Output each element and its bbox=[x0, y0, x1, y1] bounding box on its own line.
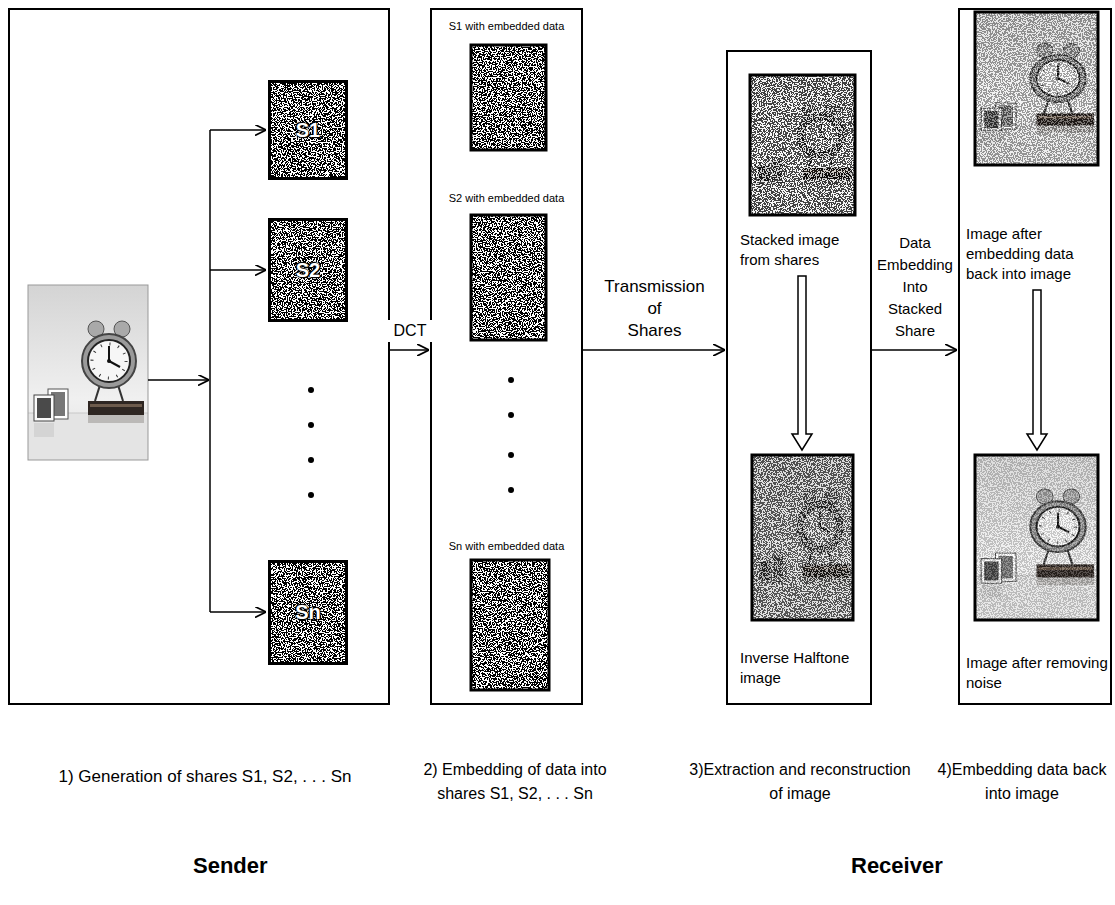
share-name: S2 bbox=[296, 259, 320, 282]
share-box: S1 bbox=[268, 80, 348, 180]
arrow-line bbox=[210, 269, 266, 271]
noise-overlay bbox=[975, 12, 1098, 165]
embedding-panel: 2) Embedding of data into shares S1, S2,… bbox=[430, 8, 583, 705]
receiver-panel: 4)Embedding data back into imageImage af… bbox=[958, 8, 1112, 705]
image-caption: Image after removing noise bbox=[966, 653, 1108, 693]
stacked-photo bbox=[750, 75, 855, 215]
receiver-images bbox=[750, 12, 1098, 620]
receiver-panel: 3)Extraction and reconstruction of image… bbox=[726, 50, 872, 705]
edge-label: DCT bbox=[388, 320, 432, 342]
noise-share bbox=[471, 560, 549, 690]
branch-line bbox=[209, 130, 211, 612]
image-box: Stacked image from shares bbox=[740, 75, 864, 270]
dot bbox=[308, 422, 314, 428]
noise-overlay bbox=[975, 455, 1098, 620]
noise-share bbox=[268, 560, 348, 665]
step-caption: 1) Generation of shares S1, S2, . . . Sn bbox=[40, 765, 370, 789]
step-caption: 2) Embedding of data into shares S1, S2,… bbox=[410, 758, 620, 806]
arrow-line bbox=[148, 379, 209, 381]
dot bbox=[508, 452, 514, 458]
clock-photo bbox=[28, 285, 148, 460]
image-caption: Inverse Halftone image bbox=[740, 648, 864, 688]
share-border bbox=[471, 215, 546, 340]
image-spacer bbox=[966, 455, 1108, 653]
flow-arrow bbox=[390, 349, 429, 351]
share-border bbox=[471, 560, 549, 690]
dot bbox=[508, 412, 514, 418]
flow-arrow bbox=[583, 349, 725, 351]
image-border bbox=[750, 75, 855, 215]
side-label: Receiver bbox=[851, 853, 943, 879]
image-box: Inverse Halftone image bbox=[740, 455, 864, 688]
noise-overlay bbox=[752, 455, 853, 620]
embedded-share: Sn with embedded data bbox=[436, 540, 577, 692]
ellipsis-dots bbox=[308, 377, 514, 498]
dot bbox=[308, 387, 314, 393]
image-box: Image after removing noise bbox=[966, 455, 1108, 693]
image-caption: Stacked image from shares bbox=[740, 230, 864, 270]
share-noise bbox=[268, 80, 348, 665]
image-border bbox=[975, 455, 1098, 620]
image-border bbox=[752, 455, 853, 620]
sender-panel: 1) Generation of shares S1, S2, . . . Sn… bbox=[8, 8, 390, 705]
noise-share bbox=[268, 218, 348, 322]
denoised-photo bbox=[975, 455, 1098, 620]
embedded-photo bbox=[975, 12, 1098, 165]
darken bbox=[752, 455, 853, 620]
share-box: Sn bbox=[268, 560, 348, 665]
edge-label: Data Embedding Into Stacked Share bbox=[873, 232, 957, 342]
edge-label: Transmission of Shares bbox=[590, 276, 720, 342]
share-border bbox=[471, 45, 546, 150]
side-label: Sender bbox=[193, 853, 268, 879]
share-heading: S1 with embedded data bbox=[436, 20, 577, 33]
step-caption: 3)Extraction and reconstruction of image bbox=[684, 758, 916, 806]
embedded-share: S2 with embedded data bbox=[436, 192, 577, 342]
image-spacer bbox=[966, 12, 1108, 224]
noise-share bbox=[471, 45, 546, 150]
photo-border bbox=[28, 285, 148, 460]
dot bbox=[308, 457, 314, 463]
image-spacer bbox=[740, 75, 864, 230]
share-box: S2 bbox=[268, 218, 348, 322]
image-spacer bbox=[740, 455, 864, 648]
image-border bbox=[975, 12, 1098, 165]
dot bbox=[308, 492, 314, 498]
arrow-line bbox=[210, 129, 266, 131]
embedded-shares bbox=[471, 45, 549, 690]
arrow-line bbox=[210, 611, 266, 613]
flow-arrow bbox=[872, 349, 957, 351]
split-arrows bbox=[148, 130, 266, 612]
noise-share bbox=[268, 80, 348, 180]
image-box: Image after embedding data back into ima… bbox=[966, 12, 1108, 284]
block-arrow bbox=[1027, 290, 1047, 450]
input-image bbox=[28, 285, 148, 460]
share-heading: Sn with embedded data bbox=[436, 540, 577, 553]
share-name: Sn bbox=[295, 601, 321, 624]
share-heading: S2 with embedded data bbox=[436, 192, 577, 205]
noise-overlay bbox=[750, 75, 855, 215]
block-arrow bbox=[792, 276, 812, 450]
share-name: S1 bbox=[296, 119, 320, 142]
step-caption: 4)Embedding data back into image bbox=[932, 758, 1112, 806]
dot bbox=[508, 377, 514, 383]
embedded-share: S1 with embedded data bbox=[436, 20, 577, 152]
noise-share bbox=[471, 215, 546, 340]
image-caption: Image after embedding data back into ima… bbox=[966, 224, 1108, 284]
dot bbox=[508, 487, 514, 493]
halftone-photo bbox=[752, 455, 853, 620]
